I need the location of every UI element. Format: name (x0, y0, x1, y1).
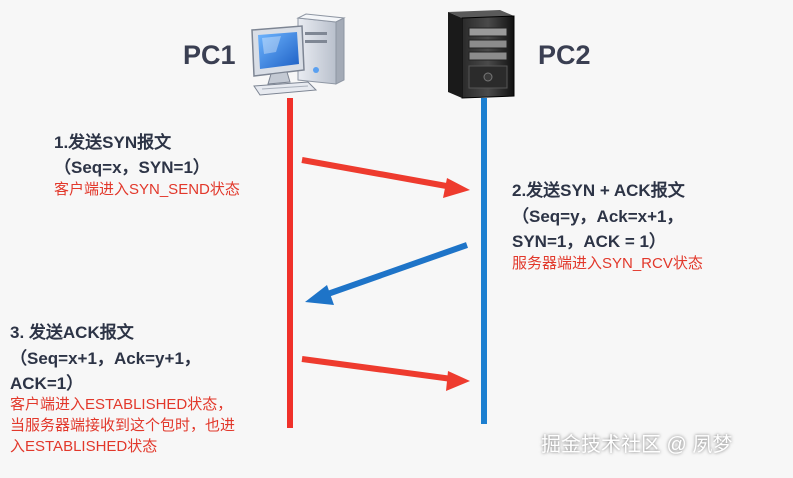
server-tower-icon (448, 10, 515, 99)
step-1-title: 1.发送SYN报文 (54, 133, 172, 152)
step-3-state-note-line-3: 入ESTABLISHED状态 (10, 438, 158, 455)
step-3-state-note-line-2: 当服务器端接收到这个包时，也进 (10, 417, 236, 434)
step-2-params-line-1: （Seq=y，Ack=x+1， (512, 207, 684, 226)
step-3-params-line-1: （Seq=x+1，Ack=y+1， (10, 349, 201, 368)
desktop-computer-icon (251, 13, 346, 96)
step-3-params-line-2: ACK=1） (10, 374, 84, 393)
syn-arrow (301, 157, 470, 198)
pc2-label: PC2 (538, 40, 591, 70)
step-2-state-note: 服务器端进入SYN_RCV状态 (512, 255, 703, 272)
step-1-params: （Seq=x，SYN=1） (54, 158, 210, 177)
step-1-state-note: 客户端进入SYN_SEND状态 (54, 181, 240, 198)
step-2-title: 2.发送SYN + ACK报文 (512, 181, 685, 200)
step-3-state-note-line-1: 客户端进入ESTABLISHED状态， (10, 396, 233, 413)
step-2-params-line-2: SYN=1，ACK = 1） (512, 232, 666, 251)
watermark: 掘金技术社区 @ 夙梦 (541, 434, 733, 456)
ack-arrow (301, 356, 470, 391)
pc1-label: PC1 (183, 40, 236, 70)
syn-ack-arrow (305, 242, 468, 305)
step-3-title: 3. 发送ACK报文 (10, 323, 134, 342)
